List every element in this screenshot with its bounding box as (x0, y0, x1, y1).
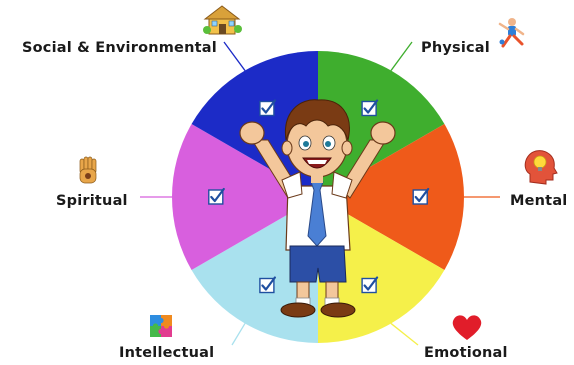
label-intellectual: Intellectual (119, 345, 215, 361)
hand-icon (79, 156, 97, 184)
runner-icon (498, 18, 525, 48)
leader-lines (140, 41, 500, 346)
label-social-environmental: Social & Environmental (22, 40, 217, 56)
checkbox-check-icon (259, 276, 276, 294)
checkbox-check-icon (361, 99, 379, 117)
label-mental: Mental (510, 193, 568, 209)
leader-line-social (223, 41, 246, 71)
label-physical: Physical (421, 40, 490, 56)
leader-line-emotional (390, 322, 419, 346)
cheering-boy-figure (239, 99, 396, 318)
checkbox-check-icon (259, 99, 276, 117)
checkbox-check-icon (412, 187, 430, 205)
leader-line-intellectual (231, 323, 246, 346)
head-lightbulb-icon (524, 150, 558, 185)
segment-spiritual (172, 124, 318, 270)
segment-mental (318, 124, 464, 270)
label-spiritual: Spiritual (56, 193, 128, 209)
house-icon (203, 5, 242, 35)
heart-icon (452, 315, 482, 340)
segment-checkboxes (208, 99, 430, 294)
puzzle-icon (150, 315, 172, 337)
checkbox-check-icon (361, 276, 379, 294)
checkbox-check-icon (208, 187, 225, 205)
label-emotional: Emotional (424, 345, 508, 361)
leader-line-physical (390, 41, 413, 71)
